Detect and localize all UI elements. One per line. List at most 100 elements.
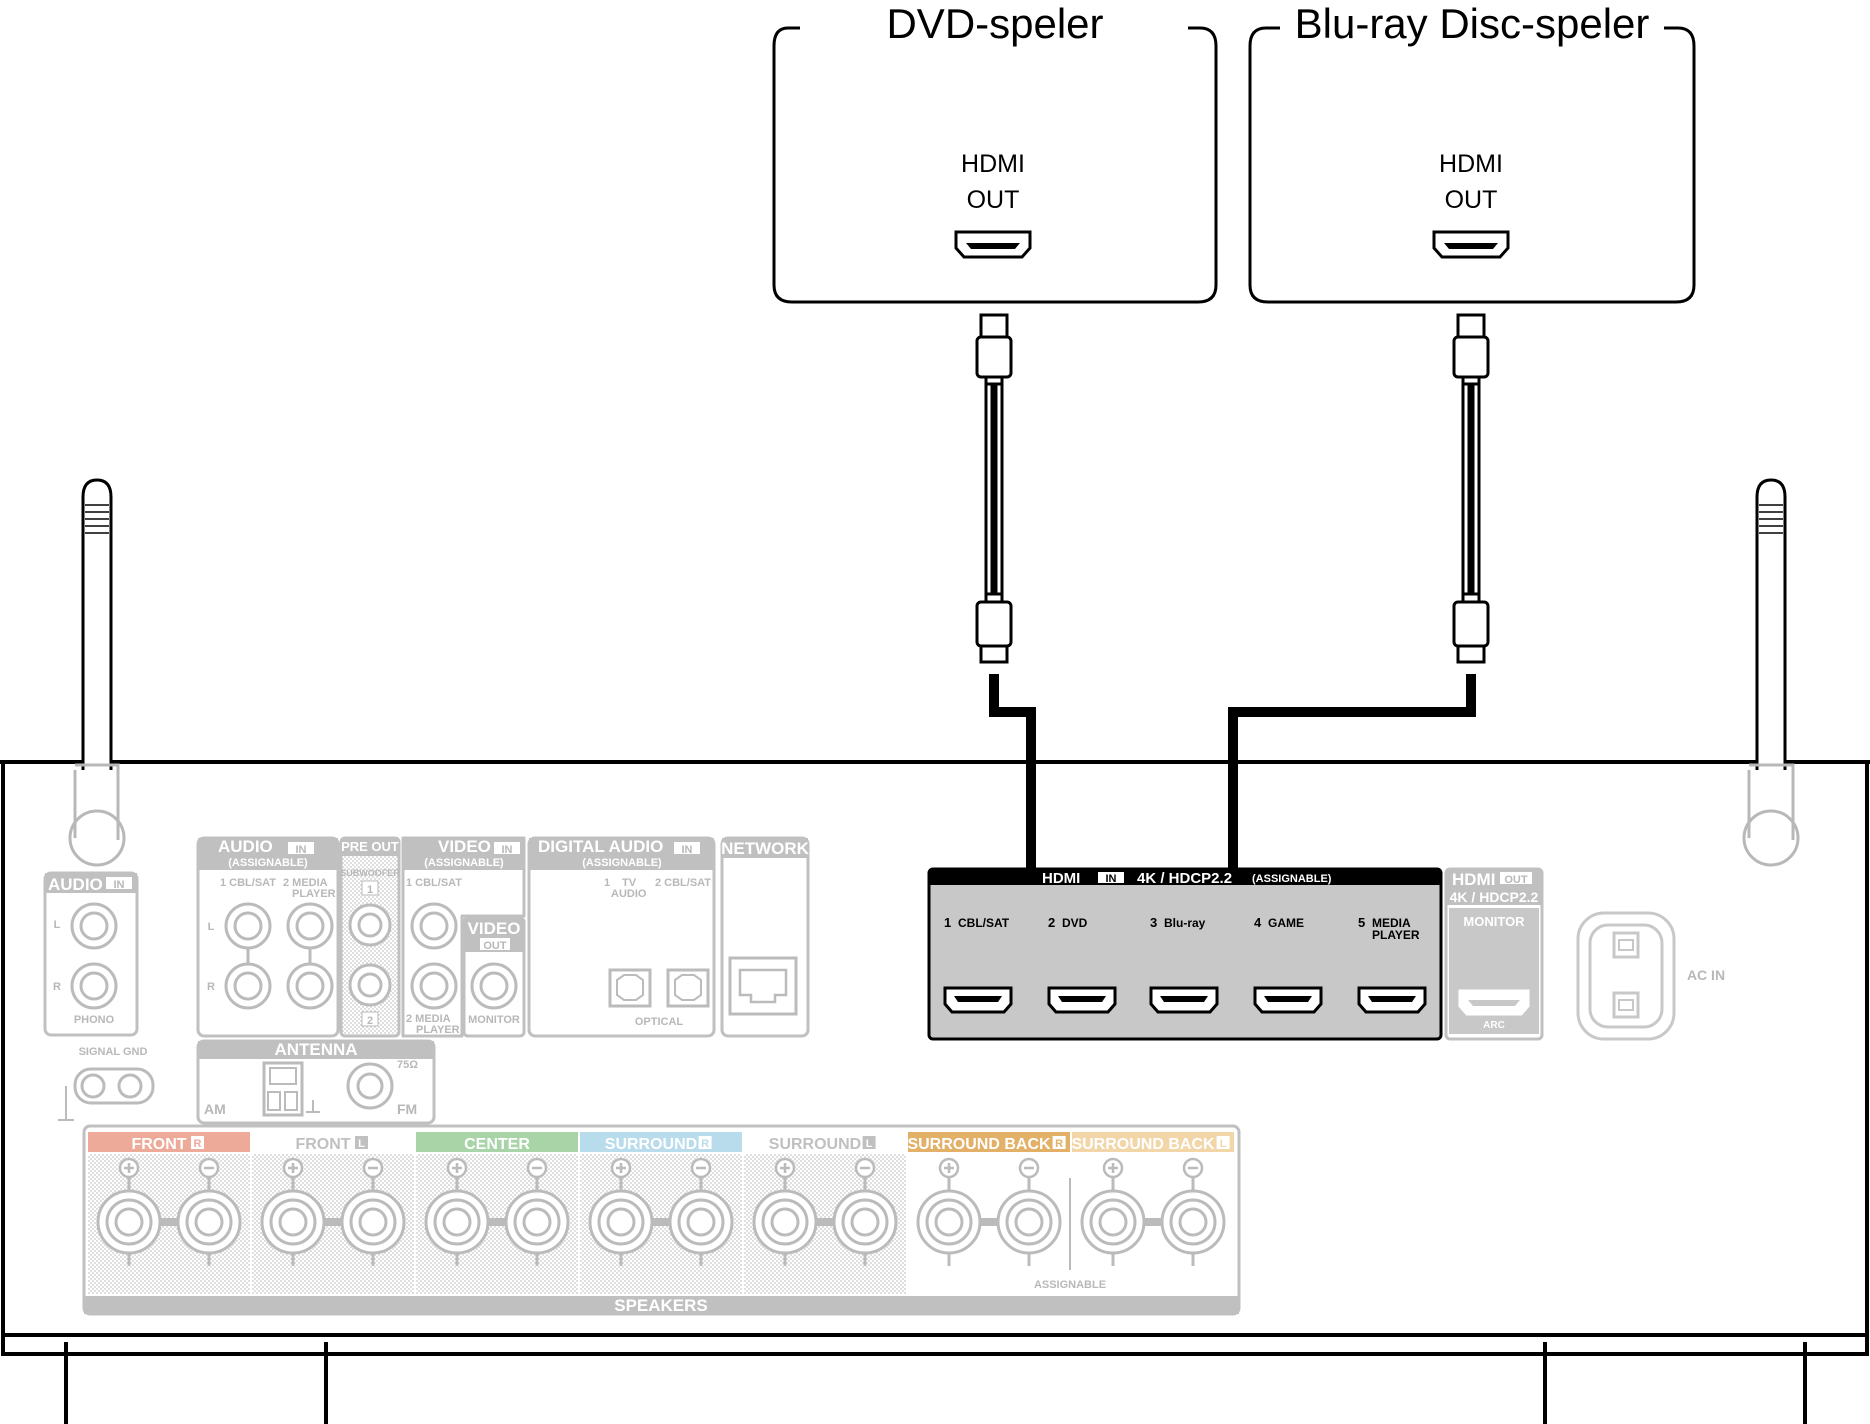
svg-text:(ASSIGNABLE): (ASSIGNABLE) — [582, 857, 662, 869]
speaker-minus-terminal[interactable] — [176, 1157, 242, 1266]
wireless-antenna-left — [68, 478, 126, 867]
audio-jacks[interactable] — [224, 902, 334, 1010]
pre-out-section: PRE OUT SUBWOOFER 1 2 — [339, 836, 401, 1038]
speaker-badge — [191, 1136, 204, 1149]
hdmi-in-port-number: 3 — [1150, 915, 1157, 930]
speaker-minus-terminal[interactable] — [996, 1157, 1062, 1266]
svg-text:IN: IN — [1106, 873, 1117, 885]
bluray-player: Blu-ray Disc-speler HDMI OUT — [1248, 0, 1696, 304]
phono-l-jack[interactable] — [70, 902, 118, 950]
hdmi-socket-slot — [1160, 996, 1208, 1002]
speaker-header — [416, 1132, 578, 1152]
svg-text:ANTENNA: ANTENNA — [274, 1040, 357, 1059]
optical-1-port[interactable] — [608, 968, 652, 1008]
speaker-channel-label: FRONT — [295, 1136, 350, 1153]
speaker-minus-terminal[interactable] — [340, 1157, 406, 1266]
speaker-badge — [355, 1136, 368, 1149]
svg-text:SUBWOOFER: SUBWOOFER — [340, 868, 400, 878]
speaker-plus-terminal[interactable] — [1080, 1157, 1146, 1266]
speaker-plus-terminal[interactable] — [588, 1157, 654, 1266]
phono-r-jack[interactable] — [70, 962, 118, 1010]
ethernet-port[interactable] — [728, 956, 798, 1016]
hdmi-socket-slot — [1368, 996, 1416, 1002]
device-name: DVD-speler — [886, 0, 1103, 47]
audio-in-section: AUDIO IN (ASSIGNABLE) 1 CBL/SAT 2 MEDIA … — [196, 836, 340, 1038]
ac-in-socket[interactable] — [1576, 911, 1676, 1041]
speaker-plus-terminal[interactable] — [96, 1157, 162, 1266]
speaker-plus-terminal[interactable] — [916, 1157, 982, 1266]
svg-text:OUT: OUT — [483, 940, 507, 952]
port-label: HDMI — [961, 150, 1025, 178]
hdmi-in-port-label: Blu-ray — [1164, 916, 1206, 930]
speaker-minus-terminal[interactable] — [1160, 1157, 1226, 1266]
dvd-player: DVD-speler HDMI OUT — [772, 0, 1218, 304]
svg-text:IN: IN — [502, 844, 513, 856]
speaker-minus-terminal[interactable] — [668, 1157, 734, 1266]
port-label: OUT — [1445, 186, 1498, 214]
speaker-terminal-group-1: FRONT R — [88, 1132, 250, 1294]
monitor-out-jack[interactable] — [470, 962, 518, 1010]
audio-in-phono-section: AUDIO IN L R PHONO — [43, 871, 139, 1037]
speaker-badge — [698, 1136, 712, 1149]
speaker-channel-label: SURROUND — [769, 1136, 861, 1153]
port-label: OUT — [967, 186, 1020, 214]
video-in-1-jack[interactable] — [410, 902, 458, 950]
svg-text:TV: TV — [622, 877, 637, 889]
svg-text:SPEAKERS: SPEAKERS — [614, 1296, 708, 1315]
subwoofer-1-jack[interactable] — [348, 903, 392, 947]
hdmi-in-port-label2: PLAYER — [1372, 928, 1420, 942]
speaker-plus-terminal[interactable] — [424, 1157, 490, 1266]
speaker-header — [908, 1132, 1070, 1152]
speaker-channel-label: FRONT — [131, 1136, 186, 1153]
svg-text:HDMI: HDMI — [1042, 870, 1080, 887]
ac-in-label: AC IN — [1687, 967, 1725, 983]
speaker-plus-terminal[interactable] — [260, 1157, 326, 1266]
hdmi-out-port[interactable] — [954, 230, 1032, 259]
hdmi-socket-slot — [954, 996, 1002, 1002]
svg-text:4K / HDCP2.2: 4K / HDCP2.2 — [1450, 889, 1539, 905]
speaker-channel-label: CENTER — [464, 1136, 530, 1153]
svg-text:2 MEDIA: 2 MEDIA — [406, 1013, 451, 1025]
speaker-channel-label: SURROUND BACK — [907, 1136, 1051, 1153]
speaker-plus-terminal[interactable] — [752, 1157, 818, 1266]
speaker-badge — [1052, 1136, 1066, 1149]
hdmi-monitor-out-port[interactable] — [1458, 989, 1530, 1016]
hdmi-socket-slot — [1264, 996, 1312, 1002]
speaker-terminal-group-5: SURROUND L — [744, 1132, 906, 1294]
speaker-badge-text: R — [194, 1138, 202, 1150]
hdmi-in-port-3[interactable]: 3 Blu-ray — [1149, 915, 1219, 1014]
hdmi-cable-dvd[interactable] — [975, 313, 1117, 1007]
svg-text:2 MEDIA: 2 MEDIA — [283, 877, 328, 889]
video-in-2-jack[interactable] — [410, 962, 458, 1010]
video-out-section: VIDEO OUT MONITOR — [462, 916, 526, 1038]
av-receiver: AUDIO IN L R PHONO SIGNAL GND AUDIO IN (… — [0, 478, 1870, 1424]
svg-text:IN: IN — [682, 844, 693, 856]
am-antenna-terminal[interactable] — [262, 1061, 304, 1117]
fm-antenna-jack[interactable] — [346, 1062, 394, 1110]
device-name: Blu-ray Disc-speler — [1295, 0, 1650, 47]
optical-2-port[interactable] — [666, 968, 710, 1008]
speaker-badge-text: L — [866, 1138, 873, 1150]
hdmi-socket-slot — [1058, 996, 1106, 1002]
svg-text:AUDIO: AUDIO — [611, 888, 647, 900]
svg-text:VIDEO: VIDEO — [438, 837, 491, 856]
speaker-minus-terminal[interactable] — [832, 1157, 898, 1266]
subwoofer-2-jack[interactable] — [348, 963, 392, 1007]
hdmi-out-port[interactable] — [1432, 230, 1510, 259]
svg-text:DIGITAL AUDIO: DIGITAL AUDIO — [538, 837, 663, 856]
speaker-minus-terminal[interactable] — [504, 1157, 570, 1266]
hdmi-out-section: HDMI OUT 4K / HDCP2.2 MONITOR ARC — [1444, 867, 1544, 1041]
svg-text:PHONO: PHONO — [74, 1014, 115, 1026]
svg-text:OPTICAL: OPTICAL — [635, 1016, 684, 1028]
speaker-badge — [862, 1136, 876, 1149]
signal-gnd-terminal[interactable] — [58, 1067, 155, 1121]
svg-text:R: R — [53, 981, 61, 993]
